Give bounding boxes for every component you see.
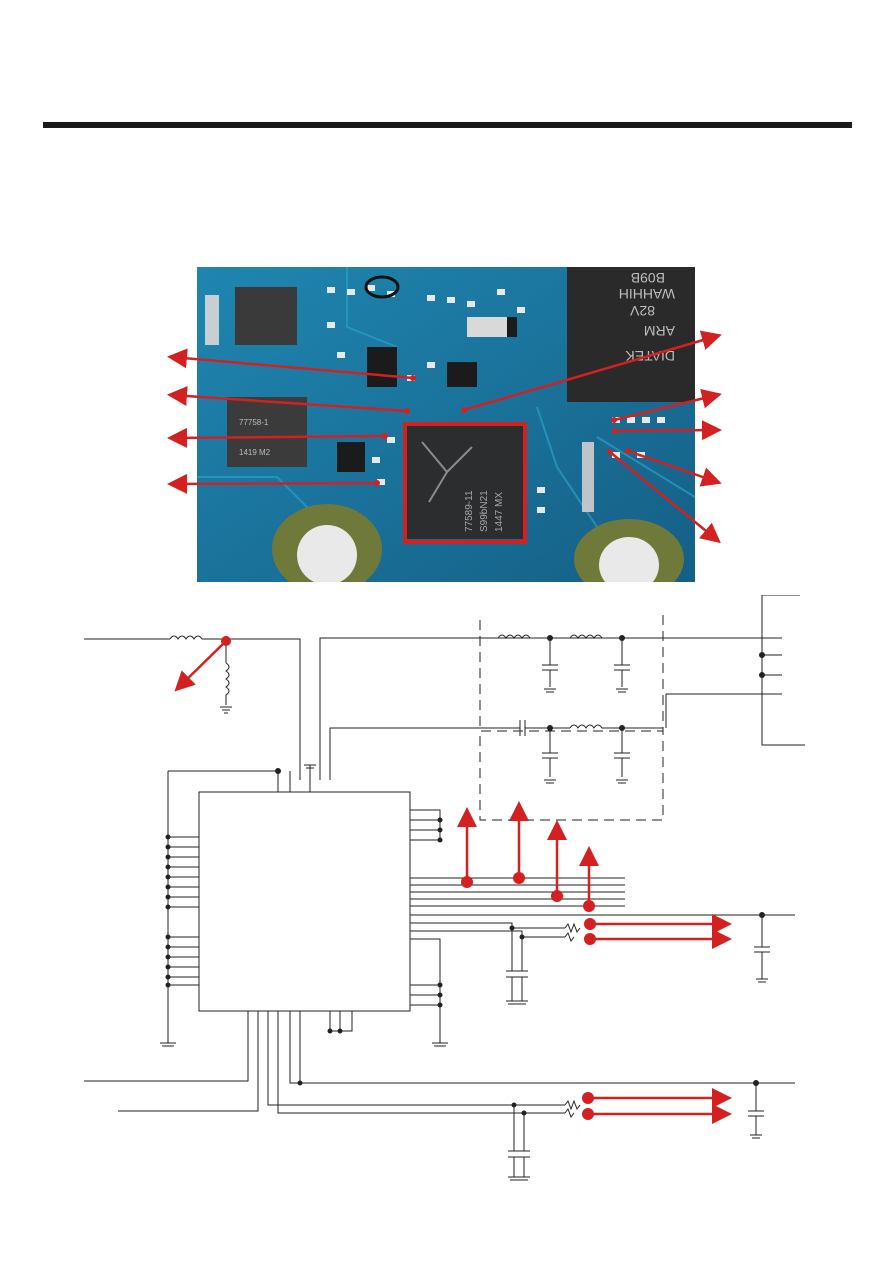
soc-text-1: DIATEK [625, 348, 675, 364]
rf-chip-text-2: S99bN21 [479, 490, 490, 532]
left-chip-text-1: 77758-1 [239, 418, 269, 427]
schematic [84, 595, 805, 1181]
rf-chip-text-1: 77589-11 [464, 490, 475, 532]
ic-body [198, 791, 411, 1012]
soc-text-5: B09B [631, 270, 665, 286]
left-chip-text-2: 1419 M2 [239, 448, 271, 457]
soc-text-3: 82V [629, 303, 655, 319]
soc-text-2: ARM [644, 323, 675, 339]
left-chip-top [235, 287, 297, 345]
rf-chip-highlight [403, 422, 527, 544]
rf-chip [407, 424, 525, 539]
pcb-photo: DIATEK ARM 82V WAHHIH B09B 77758-1 1419 … [197, 267, 695, 582]
rf-chip-text-3: 1447 MX [494, 492, 505, 532]
soc-text-4: WAHHIH [619, 286, 675, 302]
header-rule [43, 122, 852, 128]
